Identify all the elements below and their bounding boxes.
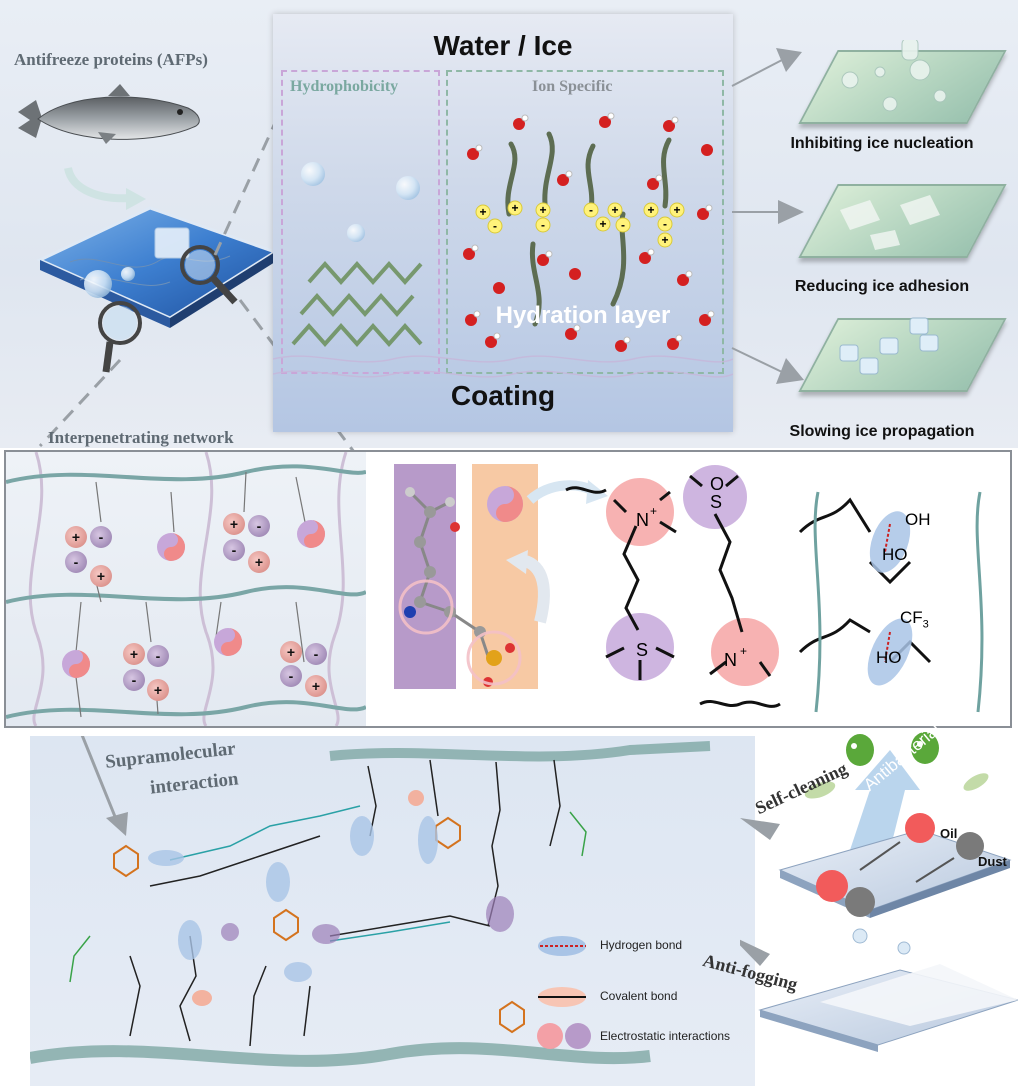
svg-text:-: -: [314, 646, 319, 662]
svg-text:+: +: [255, 554, 263, 570]
svg-text:+: +: [647, 203, 654, 217]
svg-text:-: -: [289, 668, 294, 684]
water-molecules: [463, 112, 715, 352]
svg-text:-: -: [257, 518, 262, 534]
hydrophobicity-box: [281, 70, 440, 374]
svg-text:-: -: [541, 218, 545, 232]
svg-text:-: -: [232, 542, 237, 558]
oil-label: Oil: [940, 826, 958, 841]
svg-text:-: -: [74, 554, 79, 570]
legend-hydrogen-bond: Hydrogen bond: [600, 938, 683, 952]
effect-arrows: [731, 48, 804, 384]
tile-details: [839, 40, 947, 375]
application-illustrations: [740, 732, 1018, 1052]
hydration-layer-label: Hydration layer: [495, 302, 671, 329]
coating-label: Coating: [450, 380, 556, 411]
svg-text:+: +: [673, 203, 680, 217]
svg-text:-: -: [493, 219, 497, 233]
cf3-label: CF3: [900, 608, 929, 631]
interpenetrating-label: Interpenetrating network: [48, 428, 234, 447]
chemical-structures: [394, 464, 984, 713]
dust-label: Dust: [978, 854, 1007, 869]
atom-label-o1: O: [710, 474, 725, 494]
hydrophobicity-label: Hydrophobicity: [290, 78, 399, 95]
charge-plus-2: +: [740, 644, 748, 658]
svg-text:-: -: [156, 648, 161, 664]
fish-illustration: [18, 84, 200, 144]
supramolecular-panel: [30, 736, 755, 1086]
oh-label: OH: [905, 510, 931, 529]
water-ice-coating-box: [273, 14, 733, 432]
supramolecular-network: [30, 736, 711, 1067]
effect-label-1: Inhibiting ice nucleation: [790, 135, 974, 152]
water-ice-title: Water / Ice: [433, 30, 573, 61]
ion-specific-label: Ion Specific: [532, 78, 613, 95]
svg-text:+: +: [287, 644, 295, 660]
svg-text:+: +: [511, 201, 518, 215]
coated-plate: [36, 206, 279, 373]
atom-label-n2: N: [724, 650, 737, 670]
svg-text:+: +: [97, 568, 105, 584]
legend-covalent-bond: Covalent bond: [600, 989, 678, 1003]
effect-label-3: Slowing ice propagation: [789, 423, 975, 440]
effect-label-2: Reducing ice adhesion: [794, 278, 970, 295]
interpenetrating-network: + - - + + - - + + - - + + - - +: [6, 452, 366, 726]
svg-text:+: +: [661, 233, 668, 247]
ho-label-2: HO: [876, 648, 902, 667]
svg-text:+: +: [479, 205, 486, 219]
fish-to-plate-arrow: [64, 166, 146, 210]
svg-text:+: +: [72, 529, 80, 545]
atom-label-n1: N: [636, 510, 649, 530]
svg-text:-: -: [663, 217, 667, 231]
legend-electrostatic: Electrostatic interactions: [600, 1029, 731, 1043]
svg-text:+: +: [154, 682, 162, 698]
svg-text:-: -: [99, 529, 104, 545]
molecular-scene: + - + + - - + + - + - + +: [273, 112, 733, 378]
ion-specific-box: [446, 70, 724, 374]
svg-text:-: -: [621, 218, 625, 232]
svg-text:+: +: [130, 646, 138, 662]
svg-text:+: +: [611, 203, 618, 217]
svg-text:+: +: [599, 217, 606, 231]
atom-label-s1: S: [710, 492, 723, 512]
svg-text:+: +: [312, 678, 320, 694]
atom-label-s2: S: [636, 640, 649, 660]
svg-text:+: +: [539, 203, 546, 217]
svg-text:-: -: [589, 203, 593, 217]
svg-text:-: -: [132, 672, 137, 688]
ho-label-1: HO: [882, 545, 908, 564]
svg-text:+: +: [230, 516, 238, 532]
charge-plus-1: +: [650, 504, 658, 518]
afps-label: Antifreeze proteins (AFPs): [14, 50, 208, 69]
